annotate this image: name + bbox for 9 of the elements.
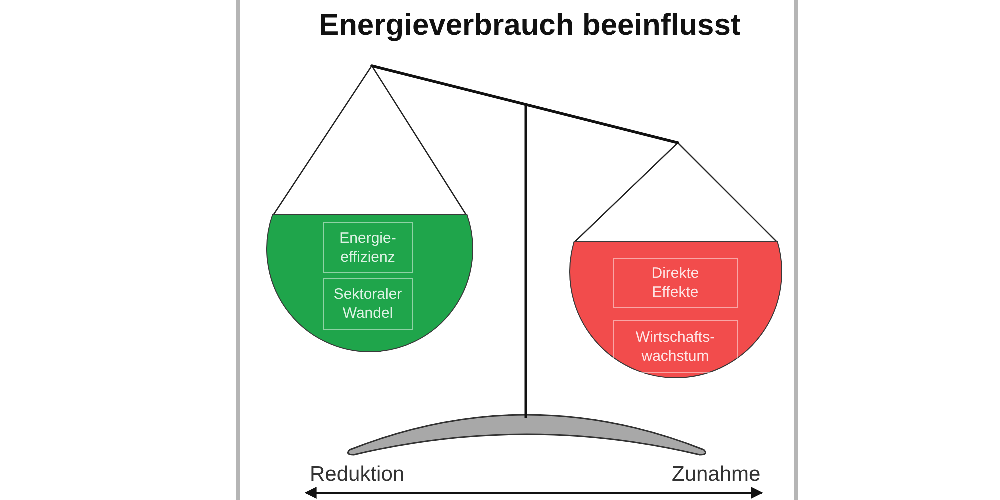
scale-end-label: Zunahme [672, 462, 761, 488]
factor-box: Wirtschafts- wachstum [613, 320, 738, 373]
factor-box: Direkte Effekte [613, 258, 738, 308]
factor-box: Sektoraler Wandel [323, 278, 413, 330]
scale-pan [570, 242, 782, 378]
title: Energieverbrauch beeinflusst [319, 8, 741, 44]
scale-pan [267, 215, 473, 352]
scale-end-label: Reduktion [310, 462, 405, 488]
factor-box: Energie- effizienz [323, 222, 413, 273]
